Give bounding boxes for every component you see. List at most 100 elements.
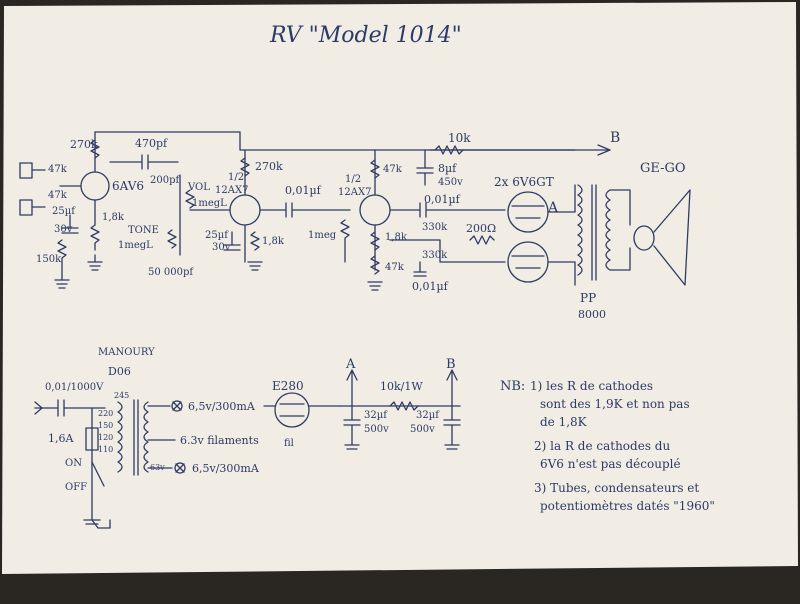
r-grid3-label: 1meg	[308, 230, 337, 241]
speaker-magnet	[633, 225, 655, 251]
fuse	[85, 427, 99, 451]
speaker-cone	[653, 189, 691, 286]
lamp1-label: 6,5v/300mA	[188, 400, 256, 413]
output-tube-plates	[547, 184, 576, 286]
c-coupling4-label: 0,01µf	[412, 280, 449, 293]
power-supply-section: MANOURY D06 0,01/1000V 1,6A ON OFF 245 2…	[34, 347, 461, 529]
c-coupling-top-label: 470pf	[135, 137, 168, 150]
note1-line2: sont des 1,9K et non pas	[540, 397, 690, 411]
filter-cap-2	[443, 405, 461, 450]
c2-label: 32µf	[416, 410, 440, 421]
rail-a-arrow	[346, 369, 358, 407]
r-cath2-label: 1,8k	[262, 236, 285, 247]
notes-nb: NB:	[500, 379, 525, 394]
output-xfmr-primary	[577, 184, 583, 276]
mains-xfmr-primary	[117, 401, 123, 473]
coupling-cap-3	[389, 202, 506, 218]
phase-line	[389, 239, 506, 263]
power-switch	[91, 461, 105, 487]
volume-pot	[179, 174, 195, 256]
c-mains-label: 0,01/1000V	[45, 382, 104, 393]
lamp2-label: 6,5v/300mA	[192, 462, 260, 475]
c-b-v-label: 450v	[438, 177, 463, 188]
switch-on-label: ON	[65, 458, 82, 469]
filaments-label: 6.3v filaments	[180, 434, 259, 447]
r-cath3-label: 1,8k	[385, 232, 408, 243]
r-cath-out-label: 200Ω	[466, 222, 496, 235]
r-g4b-label: 330k	[422, 250, 448, 261]
bplus-rail	[94, 131, 576, 151]
feedback-resistor	[434, 145, 464, 155]
tap-110: 110	[98, 445, 113, 454]
coupling-cap-top	[109, 154, 179, 170]
ground-3	[367, 281, 383, 291]
r-cath3b-label: 47k	[385, 262, 405, 273]
mains-xfmr-core	[133, 399, 139, 476]
amplifier-section: B 10k A 270k 6AV6 47k 47k 1,8k 25µf 30v …	[19, 130, 691, 321]
tube2-label: 12AX7	[215, 185, 248, 196]
coupling-cap-4	[413, 261, 427, 277]
plate-resistor-1	[90, 139, 100, 159]
input-jacks	[19, 162, 33, 216]
output-xfmr-label: PP	[580, 291, 596, 305]
grid-resistor-1	[57, 239, 67, 281]
tube2-half-label: 1/2	[228, 172, 244, 183]
output-tubes-label: 2x 6V6GT	[494, 175, 554, 189]
c-tone-label: 200pf	[150, 175, 180, 186]
note3-line1: 3) Tubes, condensateurs et	[534, 481, 699, 495]
r-plate2-label: 270k	[255, 160, 283, 173]
mains-xfmr-secondary	[143, 401, 149, 473]
amp-b-label: B	[610, 130, 620, 146]
note3-line2: potentiomètres datés "1960"	[540, 499, 715, 513]
grid-resistor-3	[340, 219, 350, 263]
vol-label: VOL	[187, 182, 210, 193]
r-in2-label: 47k	[48, 190, 68, 201]
cathode-resistor-1	[90, 224, 100, 251]
tone-label: TONE	[128, 225, 159, 236]
c-coupling2-label: 0,01µf	[285, 184, 322, 197]
xfmr-model-label: D06	[108, 365, 131, 378]
cathode-resistor-2	[250, 231, 260, 251]
rectifier-tube	[274, 392, 310, 428]
r-grid1-label: 150k	[36, 254, 62, 265]
c-cath1-label: 25µf	[52, 206, 76, 217]
tube3-half-label: 1/2	[345, 174, 361, 185]
c-b-label: 8µf	[438, 162, 457, 175]
cathode-cap-1	[61, 214, 79, 234]
speaker-label: GE-GO	[640, 161, 686, 176]
plate-resistor-2	[240, 157, 250, 177]
note2-line1: 2) la R de cathodes du	[534, 439, 670, 453]
rectifier-elements	[263, 403, 341, 417]
plate-resistor-3	[370, 159, 380, 179]
tap-150: 150	[98, 421, 113, 430]
tone-pot	[167, 229, 177, 249]
pilot-lamp-2	[174, 462, 186, 474]
c-coupling3-label: 0,01µf	[424, 193, 461, 206]
amp-a-label: A	[547, 200, 559, 216]
input-leads	[31, 169, 46, 208]
psu-a-label: A	[345, 357, 356, 372]
r-cath1-label: 1,8k	[102, 212, 125, 223]
tube1-label: 6AV6	[112, 179, 144, 193]
ground-2	[247, 261, 263, 271]
rail-b-arrow	[446, 369, 458, 407]
pilot-lamp-1	[171, 400, 183, 412]
cathode-resistor-3	[370, 231, 380, 251]
tube3-label: 12AX7	[338, 187, 371, 198]
tone-value-label: 1megL	[118, 240, 153, 251]
vol-value-label: 1megL	[192, 198, 227, 209]
r-in1-label: 47k	[48, 164, 68, 175]
mains-cap	[34, 399, 106, 417]
r-g4a-label: 330k	[422, 222, 448, 233]
r-plate3-label: 47k	[383, 164, 403, 175]
bplus-cap	[416, 149, 434, 186]
feedback-resistor-label: 10k	[448, 131, 471, 145]
output-cathode-resistor	[469, 235, 495, 245]
pilot-lamp-2-x	[175, 463, 185, 473]
secondary-leads	[147, 405, 176, 469]
output-xfmr-secondary	[605, 189, 611, 271]
xfmr-maker-label: MANOURY	[98, 347, 155, 358]
c-cath1-v-label: 30v	[54, 224, 73, 235]
notes: NB: 1) les R de cathodes sont des 1,9K e…	[500, 379, 715, 513]
